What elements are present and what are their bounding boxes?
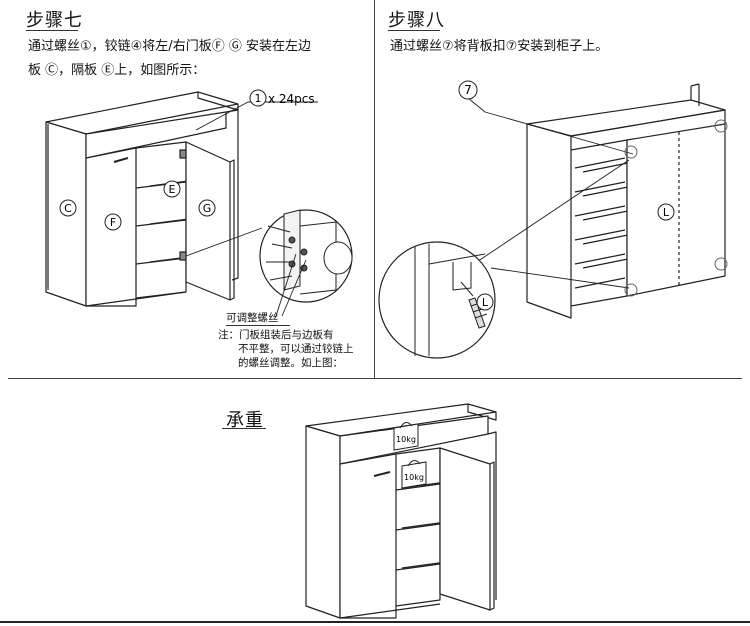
adjust-screw-label: 可调整螺丝 — [226, 312, 279, 324]
part-g-label: G — [203, 202, 212, 215]
step7-title-underline — [26, 30, 78, 31]
part-e-label: E — [169, 183, 176, 196]
step8-instruction: 通过螺丝⑦将背板扣⑦安装到柜子上。 — [390, 39, 609, 54]
part-l-detail-label: L — [482, 296, 489, 309]
horizontal-divider — [8, 378, 742, 379]
part-l-label: L — [663, 206, 670, 219]
step7-cabinet-diagram: C F E G 1 x 24pcs — [45, 89, 353, 317]
screw-1-marker: 1 — [255, 92, 262, 105]
screw-7-marker: 7 — [464, 83, 472, 97]
load-cabinet-diagram: 10kg 10kg — [305, 403, 497, 619]
bottom-rule — [0, 621, 750, 623]
load-title: 承重 — [226, 410, 264, 431]
weight-top-label: 10kg — [396, 435, 416, 444]
part-f-label: F — [110, 216, 116, 229]
load-title-underline — [222, 428, 266, 429]
weight-shelf-icon — [401, 460, 427, 489]
step8-title-underline — [388, 30, 440, 31]
vertical-divider — [374, 0, 375, 378]
adjust-screw-underline — [226, 325, 290, 326]
weight-top-icon — [393, 422, 419, 451]
step7-instruction-line2: 板 Ⓒ，隔板 Ⓔ上，如图所示： — [28, 63, 206, 78]
weight-shelf-label: 10kg — [404, 473, 424, 482]
step8-title: 步骤八 — [388, 10, 445, 31]
step7-title: 步骤七 — [26, 10, 83, 31]
screw-count-label: x 24pcs — [268, 92, 315, 106]
note-line1: 注：门板组装后与边板有 — [218, 329, 334, 341]
step7-instruction-line1: 通过螺丝①，铰链④将左/右门板Ⓕ Ⓖ 安装在左边 — [28, 39, 311, 54]
part-c-label: C — [64, 202, 72, 215]
step8-cabinet-back-diagram: 7 L L — [378, 80, 728, 359]
note-line2: 不平整，可以通过铰链上 — [238, 343, 354, 355]
note-line3: 的螺丝调整。如上图： — [238, 357, 343, 369]
